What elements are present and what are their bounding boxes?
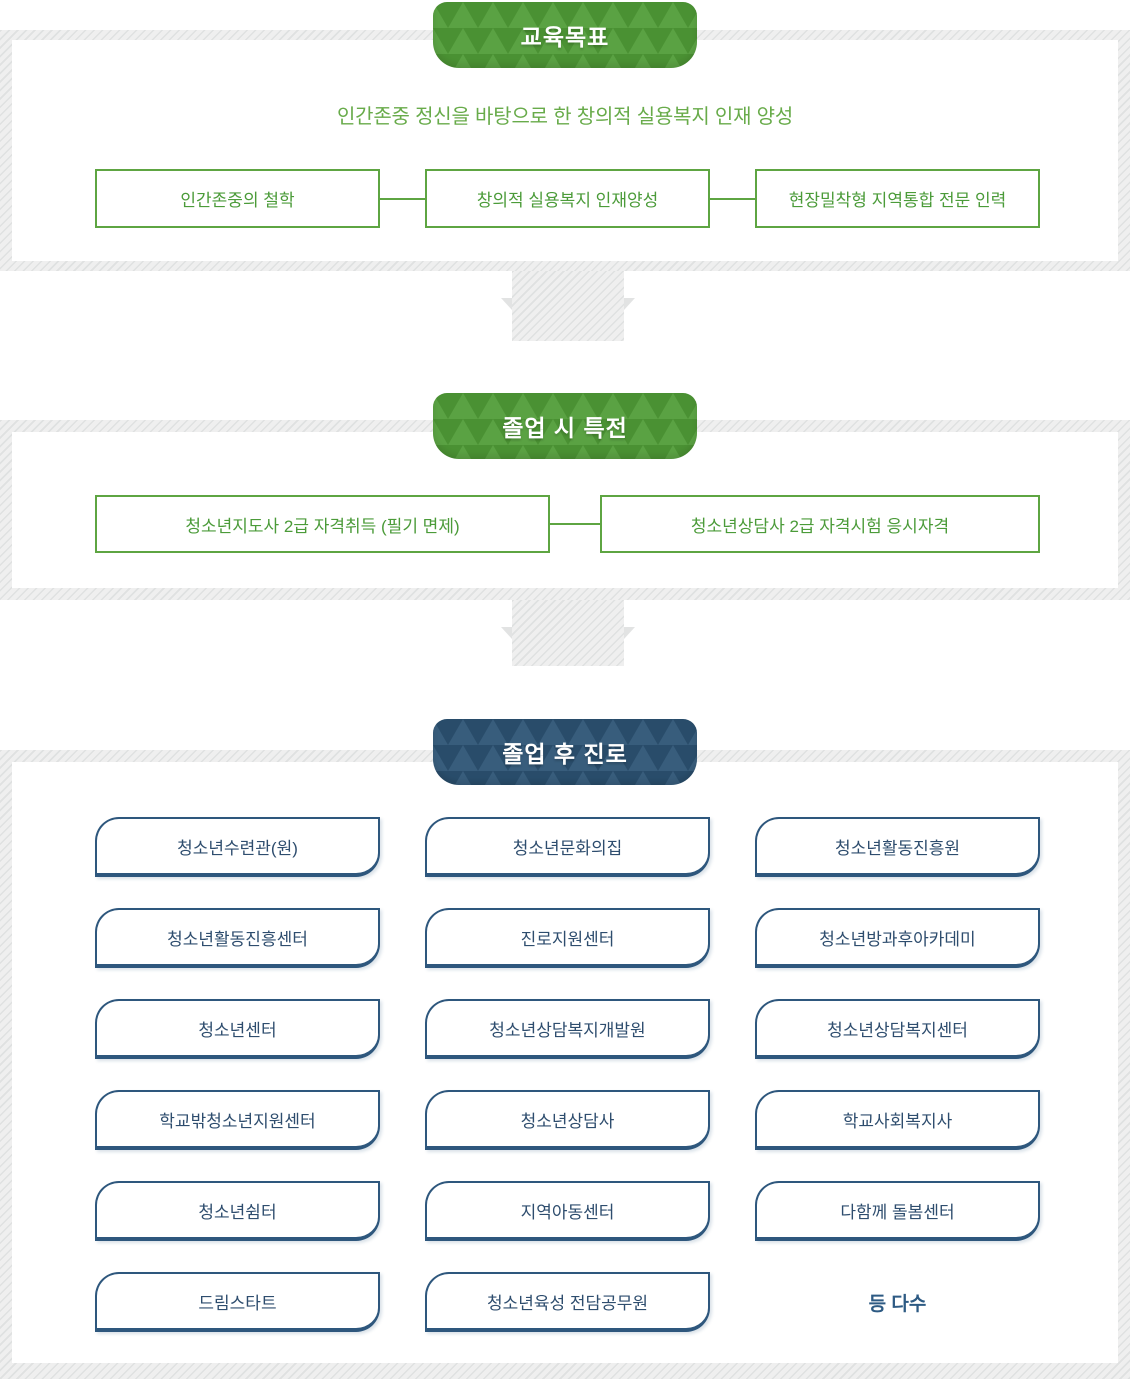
triangle-texture	[433, 2, 697, 68]
education-goals-flow: 인간존중의 철학 창의적 실용복지 인재양성 현장밀착형 지역통합 전문 인력	[95, 169, 1040, 228]
career-box: 지역아동센터	[425, 1181, 710, 1241]
goal-box: 인간존중의 철학	[95, 169, 380, 228]
career-box: 청소년활동진흥센터	[95, 908, 380, 968]
connector-line	[710, 197, 755, 200]
education-goals-badge-label: 교육목표	[520, 24, 610, 50]
graduation-benefits-badge: 졸업 시 특전	[433, 393, 697, 459]
graduation-benefits-badge-label: 졸업 시 특전	[502, 415, 628, 441]
career-paths-badge-label: 졸업 후 진로	[502, 741, 628, 767]
career-box: 청소년문화의집	[425, 817, 710, 877]
benefit-box: 청소년지도사 2급 자격취득 (필기 면제)	[95, 495, 550, 553]
career-box: 학교밖청소년지원센터	[95, 1090, 380, 1150]
benefit-box: 청소년상담사 2급 자격시험 응시자격	[600, 495, 1040, 553]
triangle-texture	[433, 719, 697, 785]
graduation-benefits-flow: 청소년지도사 2급 자격취득 (필기 면제) 청소년상담사 2급 자격시험 응시…	[95, 495, 1040, 553]
triangle-texture	[433, 393, 697, 459]
career-box: 학교사회복지사	[755, 1090, 1040, 1150]
career-box: 청소년방과후아카데미	[755, 908, 1040, 968]
career-box: 청소년활동진흥원	[755, 817, 1040, 877]
career-box: 청소년상담복지센터	[755, 999, 1040, 1059]
career-box: 청소년쉼터	[95, 1181, 380, 1241]
career-paths-badge: 졸업 후 진로	[433, 719, 697, 785]
career-box: 다함께 돌봄센터	[755, 1181, 1040, 1241]
section-education-goals-band	[0, 30, 1130, 271]
connector-line	[380, 197, 425, 200]
down-arrow-connector	[501, 600, 635, 666]
career-box: 진로지원센터	[425, 908, 710, 968]
career-paths-grid: 청소년수련관(원) 청소년문화의집 청소년활동진흥원 청소년활동진흥센터 진로지…	[95, 817, 1040, 1332]
career-box: 청소년상담복지개발원	[425, 999, 710, 1059]
career-box: 청소년센터	[95, 999, 380, 1059]
career-etc-note: 등 다수	[868, 1293, 927, 1315]
career-box: 청소년육성 전담공무원	[425, 1272, 710, 1332]
connector-line	[550, 523, 600, 525]
down-arrow-connector	[501, 271, 635, 341]
goal-box: 창의적 실용복지 인재양성	[425, 169, 710, 228]
education-goals-headline: 인간존중 정신을 바탕으로 한 창의적 실용복지 인재 양성	[336, 106, 794, 128]
goal-box: 현장밀착형 지역통합 전문 인력	[755, 169, 1040, 228]
career-box: 청소년수련관(원)	[95, 817, 380, 877]
career-box: 드림스타트	[95, 1272, 380, 1332]
education-goals-badge: 교육목표	[433, 2, 697, 68]
career-box: 청소년상담사	[425, 1090, 710, 1150]
